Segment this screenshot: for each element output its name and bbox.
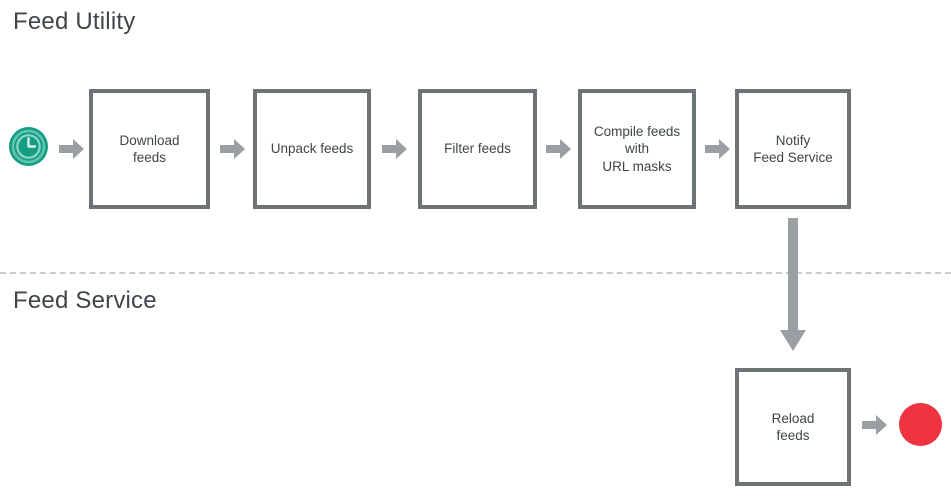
process-compile-feeds[interactable]: Compile feeds with URL masks — [578, 89, 696, 209]
arrow-right-icon — [382, 139, 407, 159]
lane-title-feed-utility: Feed Utility — [13, 8, 136, 35]
process-notify-feed-service[interactable]: Notify Feed Service — [735, 89, 851, 209]
arrow-down-icon — [780, 218, 806, 351]
connector-start-to-download — [59, 138, 85, 160]
process-reload-feeds[interactable]: Reload feeds — [735, 368, 851, 486]
process-filter-feeds[interactable]: Filter feeds — [418, 89, 537, 209]
connector-unpack-to-filter — [382, 138, 408, 160]
lane-title-feed-service: Feed Service — [13, 287, 157, 314]
arrow-right-icon — [862, 415, 887, 435]
connector-download-to-unpack — [220, 138, 246, 160]
connector-filter-to-compile — [546, 138, 572, 160]
connector-notify-to-reload — [779, 218, 807, 352]
process-unpack-feeds[interactable]: Unpack feeds — [253, 89, 371, 209]
clock-icon — [9, 127, 48, 166]
arrow-right-icon — [220, 139, 245, 159]
connector-compile-to-notify — [705, 138, 731, 160]
end-event-node[interactable] — [899, 403, 942, 446]
lane-divider — [0, 272, 951, 274]
process-label: Download feeds — [119, 132, 180, 165]
process-label: Reload feeds — [771, 410, 815, 443]
process-label: Notify Feed Service — [753, 132, 833, 165]
start-event-clock[interactable] — [9, 127, 48, 166]
process-label: Filter feeds — [444, 141, 511, 157]
arrow-right-icon — [705, 139, 730, 159]
process-download-feeds[interactable]: Download feeds — [89, 89, 210, 209]
process-label: Compile feeds with URL masks — [593, 124, 681, 174]
arrow-right-icon — [546, 139, 571, 159]
process-label: Unpack feeds — [270, 141, 354, 157]
arrow-right-icon — [59, 139, 84, 159]
connector-reload-to-end — [862, 414, 888, 436]
